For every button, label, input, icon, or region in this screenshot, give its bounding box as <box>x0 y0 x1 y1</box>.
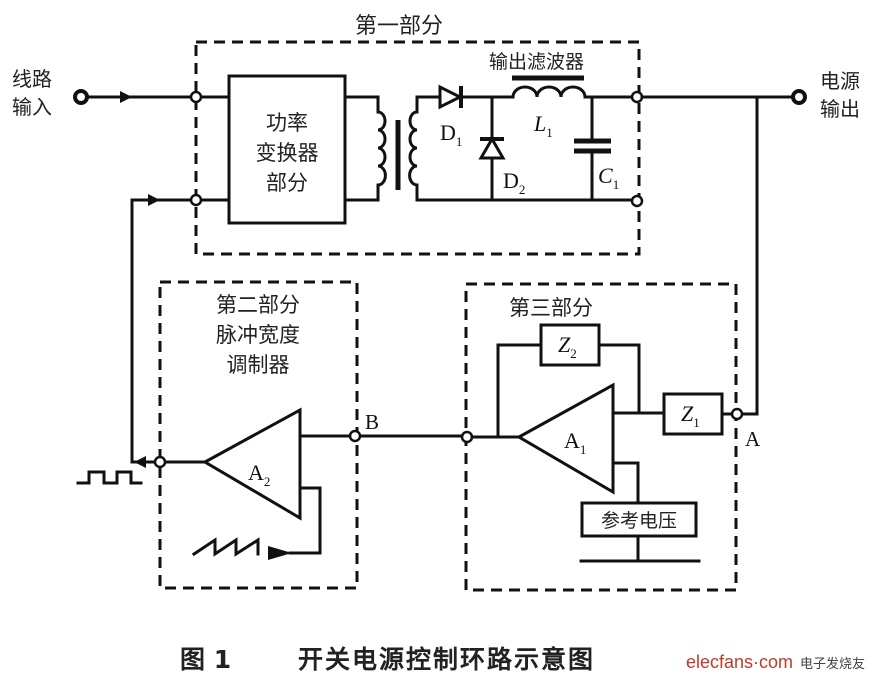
reference-wire <box>611 461 640 505</box>
arrow-right-icon <box>268 546 292 560</box>
diode-d1 <box>438 84 464 110</box>
part2-title-1: 第二部分 <box>216 293 300 317</box>
sawtooth-input-wire <box>288 486 322 555</box>
node-b-label: B <box>365 410 379 434</box>
part2-title-2: 脉冲宽度 <box>216 323 300 347</box>
power-converter-label-1: 功率 <box>266 111 308 135</box>
figure-title: 开关电源控制环路示意图 <box>298 645 595 674</box>
power-output-label-2: 输出 <box>820 97 860 121</box>
part1-boundary <box>194 40 641 256</box>
z2-label: Z2 <box>558 332 577 361</box>
arrow-right-icon <box>120 91 132 103</box>
part1-output-terminal-bottom <box>630 194 644 208</box>
d1-label: D1 <box>440 120 462 149</box>
z2-wire-left <box>496 343 543 439</box>
square-wave-icon <box>76 470 143 485</box>
output-feedback-wire <box>741 95 759 416</box>
part2-output-terminal <box>153 455 167 469</box>
arrow-right-icon <box>148 194 160 206</box>
impedance-z1 <box>662 392 724 436</box>
node-a-terminal[interactable] <box>730 407 744 421</box>
z2-wire-right <box>597 343 641 415</box>
power-converter-label-3: 部分 <box>266 171 308 195</box>
z1-label: Z1 <box>681 401 700 430</box>
primary-wire-top <box>344 95 380 114</box>
line-input-label-2: 输入 <box>12 95 52 119</box>
reference-voltage-label: 参考电压 <box>601 510 677 532</box>
part1-input-terminal-top <box>189 90 203 104</box>
sawtooth-wave-icon <box>191 537 260 557</box>
figure-number: 图 1 <box>180 645 231 674</box>
ground-return-wire <box>415 183 638 202</box>
power-converter-label-2: 变换器 <box>256 141 319 165</box>
power-output-terminal[interactable] <box>791 89 807 105</box>
secondary-wire-top <box>415 95 442 114</box>
diode-d2 <box>478 136 506 160</box>
output-filter-label: 输出滤波器 <box>489 51 584 73</box>
d2-label: D2 <box>503 168 525 197</box>
watermark-cn: 电子发烧友 <box>800 656 865 672</box>
transformer-primary-coil <box>376 110 387 187</box>
a2-label: A2 <box>248 460 270 489</box>
part1-title: 第一部分 <box>355 14 443 39</box>
pwm-feedback-wire <box>130 198 230 464</box>
l1-label: L1 <box>533 111 553 140</box>
a1-label: A1 <box>564 428 586 457</box>
part1-input-terminal-bottom <box>189 193 203 207</box>
node-a-label: A <box>745 427 761 451</box>
primary-wire-bottom <box>344 183 380 202</box>
comparator-a2 <box>201 407 302 521</box>
c1-label: C1 <box>598 163 619 192</box>
watermark-site: elecfans·com <box>686 652 793 672</box>
line-input-terminal[interactable] <box>73 89 89 105</box>
part3-title: 第三部分 <box>509 296 593 320</box>
power-output-label-1: 电源 <box>820 69 860 93</box>
node-b-terminal[interactable] <box>348 429 362 443</box>
inductor-l1 <box>511 85 587 99</box>
transformer-secondary-coil <box>408 110 419 187</box>
part2-title-3: 调制器 <box>227 353 290 377</box>
arrow-left-icon <box>134 456 146 468</box>
line-input-label-1: 线路 <box>12 67 52 91</box>
error-amplifier-a1 <box>515 382 615 495</box>
power-converter-block <box>227 74 347 225</box>
